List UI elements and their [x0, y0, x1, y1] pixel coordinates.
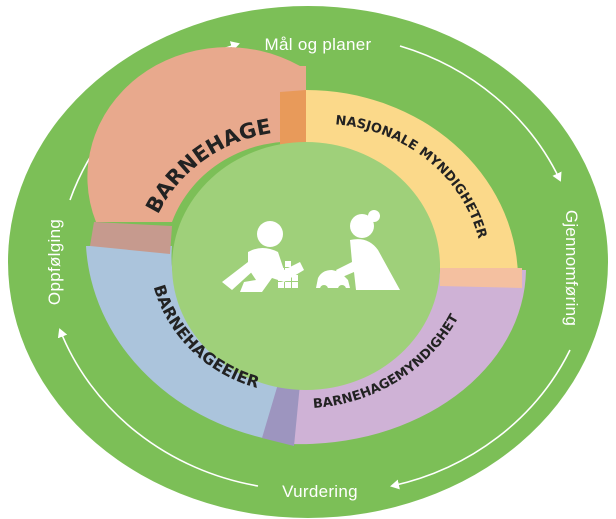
arrow-top-right — [399, 45, 562, 182]
sector-eier — [86, 246, 292, 440]
overlap-barnehage-eier — [90, 222, 172, 254]
overlap-barnehage-nasjonale — [280, 90, 306, 150]
overlap-eier-myndighet — [262, 384, 300, 446]
overlap-nasjonale-myndighet — [440, 268, 522, 288]
inner-disk — [172, 142, 440, 390]
arrow-right-bottom — [390, 349, 571, 490]
sector-nasjonale — [306, 89, 518, 276]
sector-barnehage — [87, 47, 306, 222]
cycle-label-right: Gjennomføring — [562, 210, 581, 326]
sector-myndighet — [290, 270, 526, 445]
cycle-label-left: Oppfølging — [45, 219, 64, 305]
arrow-bottom-left — [57, 328, 259, 487]
children-playing-icon — [222, 210, 400, 293]
cycle-label-bottom: Vurdering — [282, 482, 358, 501]
cycle-label-top: Mål og planer — [265, 35, 372, 54]
